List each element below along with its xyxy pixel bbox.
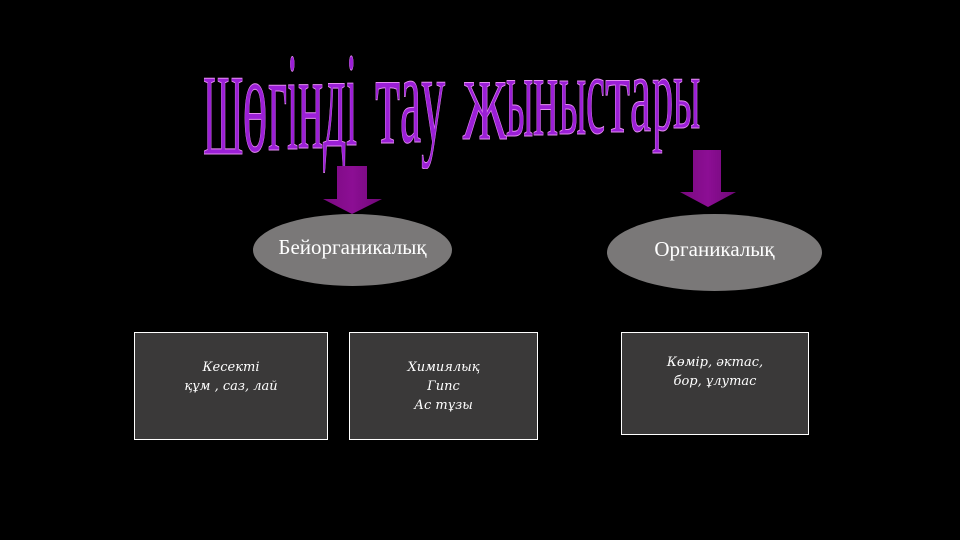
box-line: Кесекті [202, 360, 260, 375]
box-line: Көмір, әктас, [666, 355, 764, 370]
title-letter: а [630, 33, 652, 156]
title-letter: г [267, 24, 287, 182]
down-arrow-icon [680, 150, 736, 207]
title-letter: д [323, 26, 347, 177]
title-letter: ы [558, 31, 586, 160]
box-line: Гипс [427, 379, 460, 394]
title-letter: т [374, 27, 401, 173]
category-label: Органикалық [654, 237, 775, 261]
title-letter: ы [672, 34, 701, 153]
title-letter: ө [243, 23, 268, 182]
box-organic: Көмір, әктас, бор, ұлутас [621, 332, 809, 435]
category-organic: Органикалық [607, 214, 822, 291]
title-letter: Ш [203, 51, 244, 180]
box-chemical: Химиялық Гипс Ас тұзы [349, 332, 538, 440]
title-letter: н [297, 24, 324, 178]
title-letter: н [533, 30, 559, 162]
box-line: бор, ұлутас [673, 374, 757, 389]
title-letter: ж [462, 29, 507, 167]
box-line: Химиялық [407, 360, 480, 375]
title-letter: і [346, 25, 358, 175]
box-line: құм , саз, лай [184, 379, 278, 394]
title-letter: у [421, 27, 446, 170]
box-clastic: Кесекті құм , саз, лай [134, 332, 328, 440]
title-letter: і [286, 24, 298, 180]
title-letter: т [605, 32, 631, 157]
down-arrow-icon [323, 166, 382, 214]
box-line: Ас тұзы [414, 398, 473, 413]
title-letter: с [585, 31, 606, 159]
category-label: Бейорганикалық [278, 234, 427, 259]
title-letter: р [651, 33, 673, 154]
category-inorganic: Бейорганикалық [253, 214, 452, 286]
title-letter: а [399, 26, 422, 171]
title-letter: ы [506, 29, 534, 163]
